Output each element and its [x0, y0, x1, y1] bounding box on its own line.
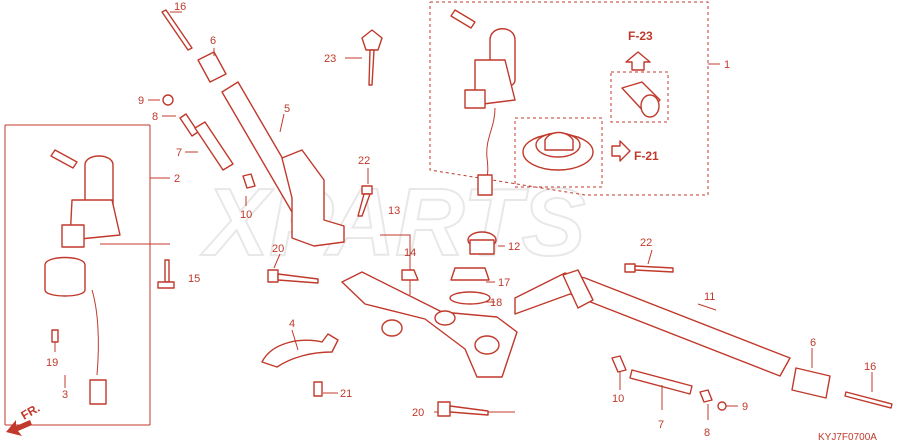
- callout-3: 3: [62, 389, 68, 401]
- callout-11: 11: [704, 291, 715, 303]
- callout-12: 12: [508, 241, 520, 253]
- callout-23: 23: [324, 53, 336, 65]
- callout-19: 19: [46, 357, 58, 369]
- bar-end-weight-left: [197, 51, 227, 83]
- front-label: FR.: [19, 401, 43, 423]
- callout-13: 13: [388, 205, 400, 217]
- callout-9-right: 9: [742, 401, 748, 413]
- steering-stem-nut: [449, 231, 497, 305]
- watermark: XPARTS: [200, 169, 586, 276]
- bolt-15: [157, 259, 175, 289]
- callout-22-right: 22: [640, 237, 652, 249]
- callout-8-right: 8: [704, 427, 710, 439]
- clip-14: [401, 269, 419, 281]
- ignition-switch-assembly-upper: [450, 9, 516, 196]
- screw-16-right: [844, 391, 893, 409]
- front-direction-arrow: [6, 420, 32, 436]
- callout-8-left: 8: [152, 111, 158, 123]
- bolt-20-upper: [267, 269, 319, 284]
- callout-20-upper: 20: [272, 243, 284, 255]
- callout-16-left: 16: [174, 1, 186, 13]
- callout-21: 21: [340, 388, 352, 400]
- reference-arrows: [611, 51, 651, 162]
- handlebar-left-pipe: [221, 81, 345, 247]
- bar-end-weight-right: [791, 367, 831, 399]
- callout-6-right: 6: [810, 337, 816, 349]
- collar-pin-left: [162, 94, 256, 189]
- bolt-22-right: [624, 263, 674, 273]
- callout-1: 1: [724, 59, 730, 71]
- leader-lines: [54, 11, 873, 420]
- callout-16-right: 16: [864, 361, 876, 373]
- callout-18: 18: [490, 297, 502, 309]
- seat-lock-cylinder: [621, 81, 661, 118]
- left-group-box: [4, 124, 170, 426]
- drawing-code: KYJ7F0700A: [818, 432, 877, 443]
- callout-7-left: 7: [176, 147, 182, 159]
- callout-2: 2: [174, 173, 180, 185]
- collar-pin-right: [611, 355, 727, 411]
- callout-4: 4: [289, 318, 295, 330]
- callout-5: 5: [284, 103, 290, 115]
- callout-20-lower: 20: [412, 407, 424, 419]
- top-bridge: [341, 234, 518, 378]
- blank-key: [345, 29, 383, 86]
- bolt-22-left: [357, 185, 373, 217]
- bolt-20-lower: [437, 401, 489, 417]
- handlebar-right-pipe: [514, 269, 791, 377]
- callout-10-left: 10: [240, 209, 252, 221]
- screw-16-left: [161, 9, 193, 51]
- callout-15: 15: [188, 273, 200, 285]
- reference-upper: F-23: [628, 29, 653, 43]
- callout-7-right: 7: [658, 419, 664, 431]
- reference-lower: F-21: [634, 149, 659, 163]
- callout-22-left: 22: [358, 155, 370, 167]
- callout-17: 17: [498, 277, 510, 289]
- callout-9-left: 9: [138, 95, 144, 107]
- fuel-cap-lock: [522, 131, 594, 171]
- callout-14: 14: [404, 247, 416, 259]
- ignition-switch-assembly-left: [44, 149, 170, 405]
- right-group-box: [429, 1, 720, 196]
- callout-6-left: 6: [210, 35, 216, 47]
- callout-10-right: 10: [612, 393, 624, 405]
- harness-bracket: [261, 333, 339, 397]
